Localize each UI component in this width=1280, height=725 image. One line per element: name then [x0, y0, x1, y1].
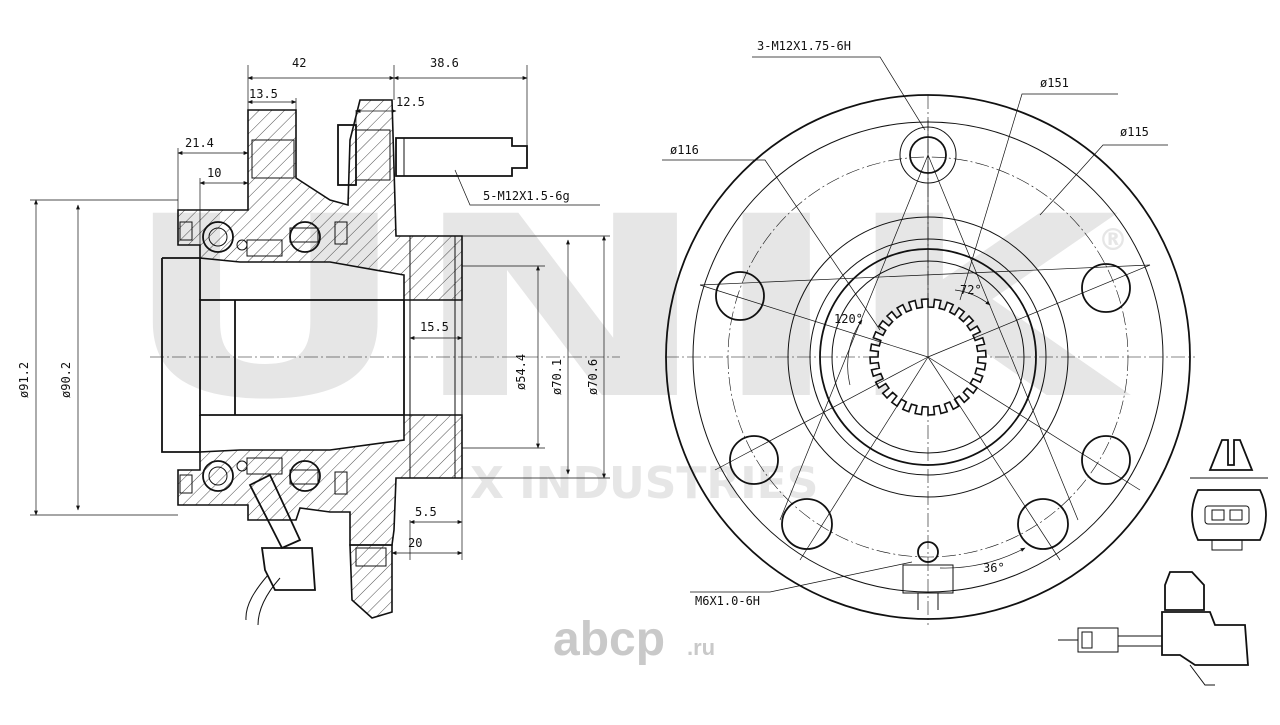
front-dimension-labels: 3-M12X1.75-6H ø151 ø115 ø116 72° 120° 36… [670, 39, 1149, 608]
connector-front-detail [1190, 439, 1268, 551]
dim-38-6: 38.6 [430, 56, 459, 70]
sensor-port [902, 541, 954, 610]
outer-ring [161, 257, 201, 453]
abcp-logo: abcp .ru [553, 613, 715, 666]
logo-suffix: .ru [687, 635, 715, 660]
dim-dia-115: ø115 [1120, 125, 1149, 139]
flange-outer-circle [665, 94, 1191, 620]
dim-dia-116: ø116 [670, 143, 699, 157]
connector-side-detail [1058, 571, 1249, 686]
side-dimension-labels: 42 38.6 13.5 12.5 21.4 10 5-M12X1.5-6g 1… [17, 56, 600, 550]
bearing-upper [179, 221, 348, 257]
construction-lines [699, 120, 1151, 561]
abs-sensor [245, 473, 316, 626]
watermark-tagline: X INDUSTRIES [470, 458, 818, 509]
dim-13-5: 13.5 [249, 87, 278, 101]
dim-dia-70-1: ø70.1 [550, 359, 564, 395]
dim-5-5: 5.5 [415, 505, 437, 519]
dim-angle-36: 36° [983, 561, 1005, 575]
side-section-view: 42 38.6 13.5 12.5 21.4 10 5-M12X1.5-6g 1… [17, 56, 620, 626]
dim-42: 42 [292, 56, 306, 70]
logo-name: abcp [553, 613, 665, 666]
dim-sensor-thread: M6X1.0-6H [695, 594, 760, 608]
front-leaders [662, 56, 1168, 593]
dim-angle-72: 72° [960, 283, 982, 297]
dim-dia-91-2: ø91.2 [17, 362, 31, 398]
dim-dia-70-6: ø70.6 [586, 359, 600, 395]
flange-face [409, 236, 463, 478]
dim-21-4: 21.4 [185, 136, 214, 150]
inner-bore [199, 299, 405, 416]
dim-20: 20 [408, 536, 422, 550]
bearing-lower [179, 457, 348, 495]
wheel-stud [337, 124, 528, 186]
watermark-registered: ® [1098, 223, 1128, 258]
flange-lower [349, 544, 393, 619]
dim-10: 10 [207, 166, 221, 180]
dim-stud-thread: 5-M12X1.5-6g [483, 189, 570, 203]
dim-dia-90-2: ø90.2 [59, 362, 73, 398]
dim-angle-120: 120° [834, 312, 863, 326]
mount-hole-upper [251, 139, 295, 179]
dim-12-5: 12.5 [396, 95, 425, 109]
dim-dia-151: ø151 [1040, 76, 1069, 90]
side-dimension-lines [30, 65, 610, 560]
dim-thread-holes: 3-M12X1.75-6H [757, 39, 851, 53]
dim-15-5: 15.5 [420, 320, 449, 334]
front-view: 3-M12X1.75-6H ø151 ø115 ø116 72° 120° 36… [662, 39, 1195, 625]
dim-dia-54-4: ø54.4 [514, 354, 528, 390]
mount-hole-lower [355, 547, 387, 567]
